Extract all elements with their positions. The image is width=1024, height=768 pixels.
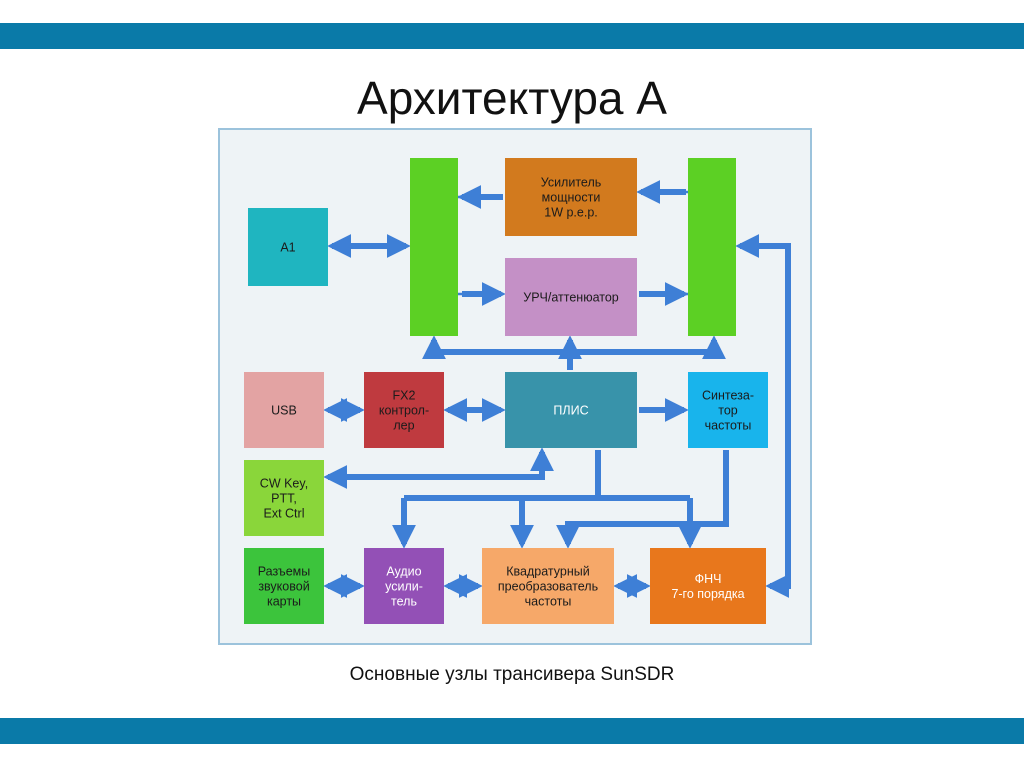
block-label-line: PTT, bbox=[271, 492, 297, 506]
block-label-line: тель bbox=[391, 595, 417, 609]
block-audio-amp-box bbox=[364, 548, 444, 624]
block-label-line: Разъемы bbox=[258, 565, 311, 579]
block-lna-box bbox=[505, 258, 637, 336]
block-label-line: Аудио bbox=[386, 565, 421, 579]
block-label-line: тор bbox=[718, 404, 738, 418]
connection-arrows bbox=[323, 180, 791, 598]
block-label-line: контрол- bbox=[379, 404, 429, 418]
slide-title: Архитектура А bbox=[357, 72, 667, 124]
block-fpga: ПЛИС bbox=[505, 372, 637, 448]
switch-block-left bbox=[410, 158, 458, 336]
arrow-lpf-right-switch bbox=[735, 234, 791, 598]
block-label-line: частоты bbox=[705, 419, 752, 433]
block-label-line: A1 bbox=[280, 241, 295, 255]
block-cwkey-box bbox=[244, 460, 324, 536]
block-label-line: частоты bbox=[525, 595, 572, 609]
block-label-line: Синтеза- bbox=[702, 389, 754, 403]
block-label-line: Усилитель bbox=[541, 176, 602, 190]
bottom-band bbox=[0, 718, 1024, 744]
block-label-line: карты bbox=[267, 595, 301, 609]
block-a1-box bbox=[248, 208, 328, 286]
switch-block-right bbox=[688, 158, 736, 336]
block-quad-box bbox=[482, 548, 614, 624]
block-label-line: ПЛИС bbox=[553, 404, 588, 418]
block-usb: USB bbox=[244, 372, 324, 448]
block-lna: УРЧ/аттенюатор bbox=[505, 258, 637, 336]
block-label-line: УРЧ/аттенюатор bbox=[523, 291, 619, 305]
block-label-line: усили- bbox=[385, 580, 423, 594]
block-label-line: 1W p.e.p. bbox=[544, 206, 598, 220]
arrow-synth-to-quad bbox=[556, 450, 729, 549]
block-label-line: USB bbox=[271, 404, 297, 418]
block-audio-conn-box bbox=[244, 548, 324, 624]
block-lpf-box bbox=[650, 548, 766, 624]
block-synth-box bbox=[688, 372, 768, 448]
top-band bbox=[0, 23, 1024, 49]
block-label-line: лер bbox=[393, 419, 414, 433]
block-a1: A1 bbox=[248, 208, 328, 286]
block-label-line: CW Key, bbox=[260, 477, 308, 491]
block-label-line: преобразователь bbox=[498, 580, 598, 594]
block-fx2-box bbox=[364, 372, 444, 448]
block-label-line: ФНЧ bbox=[695, 572, 722, 586]
arrow-fpga-cwkey bbox=[323, 447, 554, 489]
slide-caption: Основные узлы трансивера SunSDR bbox=[349, 664, 675, 685]
block-amp-box bbox=[505, 158, 637, 236]
block-label-line: Квадратурный bbox=[506, 565, 589, 579]
block-label-line: мощности bbox=[542, 191, 601, 205]
block-fpga-box bbox=[505, 372, 637, 448]
block-label-line: 7-го порядка bbox=[671, 587, 744, 601]
block-label-line: звуковой bbox=[258, 580, 309, 594]
block-label-line: FX2 bbox=[393, 389, 416, 403]
block-cwkey: CW Key,PTT,Ext Ctrl bbox=[244, 460, 324, 536]
block-usb-box bbox=[244, 372, 324, 448]
block-label-line: Ext Ctrl bbox=[264, 507, 305, 521]
